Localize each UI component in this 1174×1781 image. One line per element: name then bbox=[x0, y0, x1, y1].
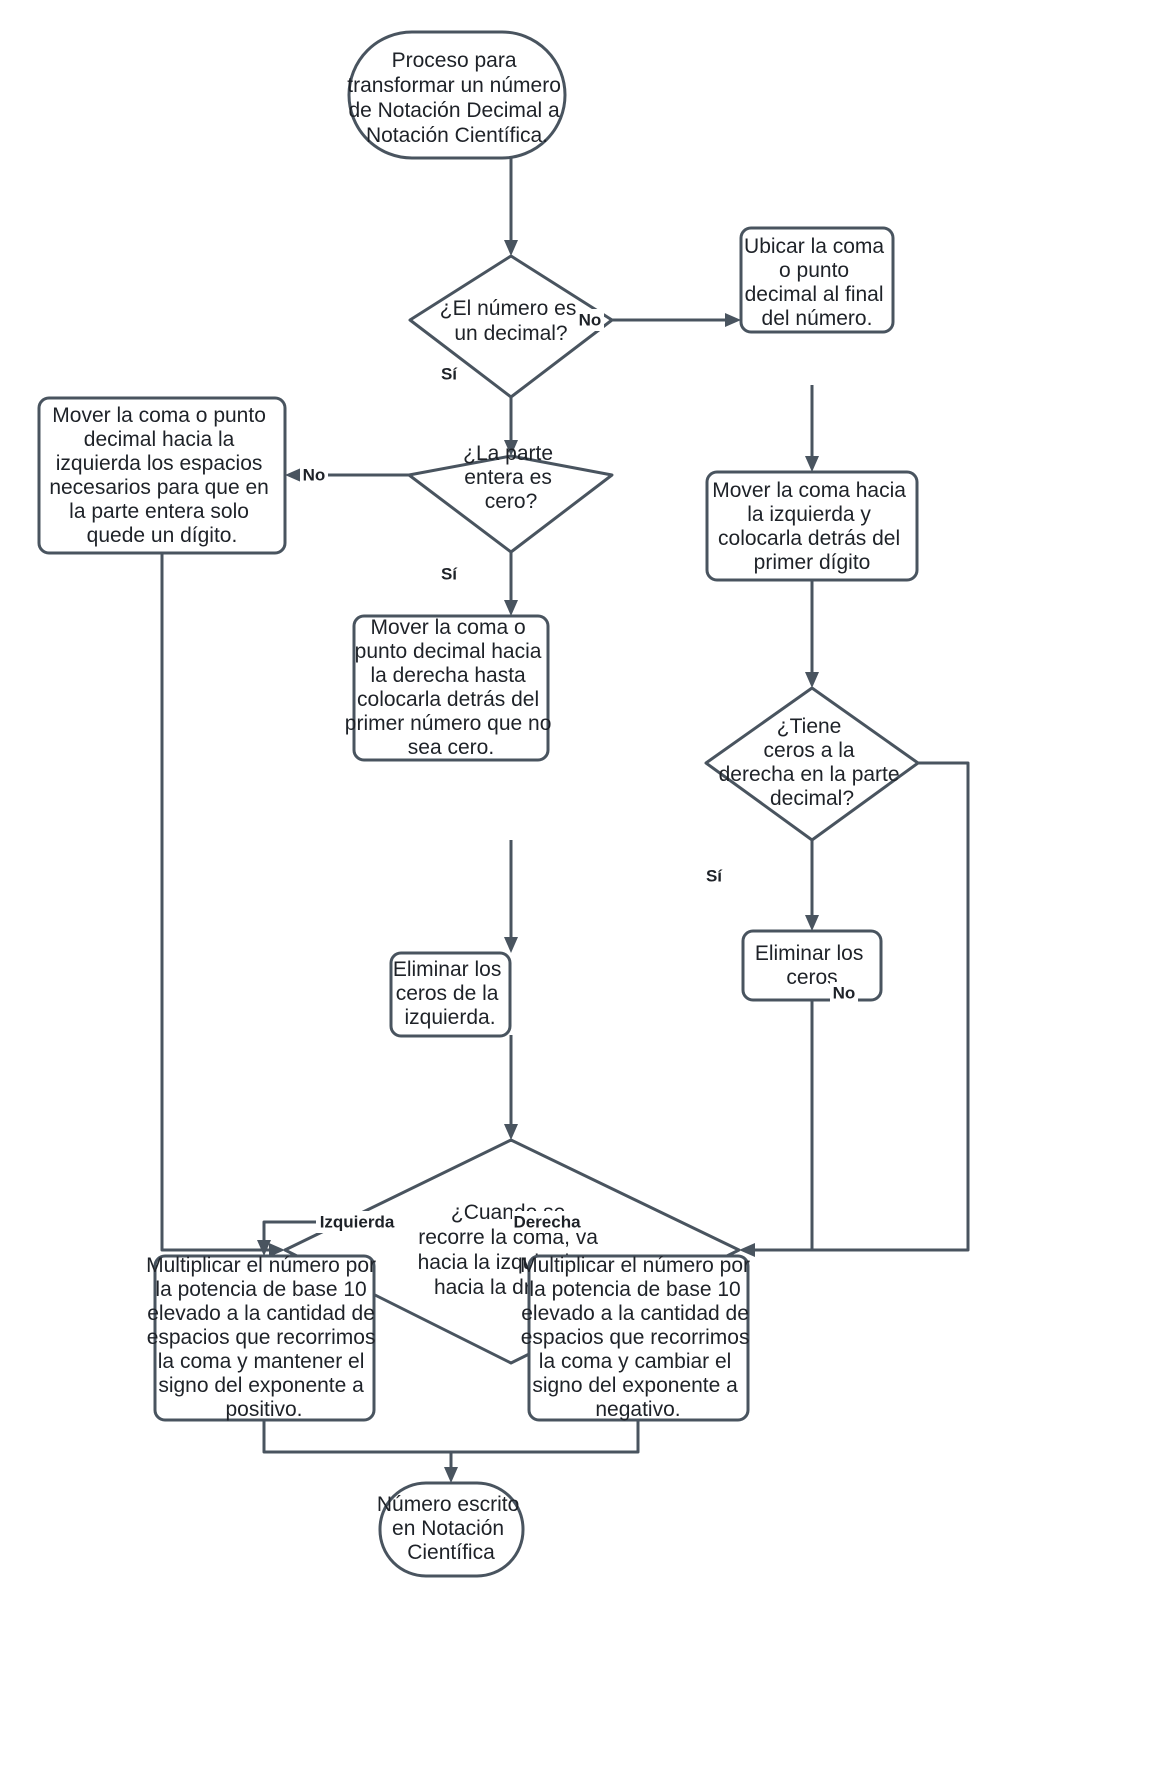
edge-label-no-integer-zero: No bbox=[303, 465, 326, 484]
node-decision-integer-zero[interactable]: ¿La parte entera es cero? bbox=[407, 442, 614, 554]
node-multiply-negative[interactable]: Multiplicar el número por la potencia de… bbox=[520, 1254, 756, 1422]
arrowhead-to-end bbox=[444, 1467, 458, 1483]
move-comma-left-spaces-shape bbox=[37, 396, 287, 555]
arrowhead-direction-izquierda bbox=[257, 1240, 271, 1256]
edge-removezeros-to-direction bbox=[752, 1000, 814, 1252]
node-decision-is-decimal[interactable]: ¿El número es un decimal? bbox=[408, 254, 614, 399]
start-shape bbox=[347, 30, 567, 160]
arrowhead-moveleft-to-trailingzeros bbox=[805, 672, 819, 688]
edge-label-bg-derecha bbox=[512, 1211, 582, 1233]
edge-label-bg-si-trailing-zeros bbox=[701, 865, 727, 887]
move-comma-left-spaces-label: Mover la coma o punto decimal hacia la i… bbox=[49, 404, 274, 547]
edge-label-si-decimal: Sí bbox=[441, 364, 458, 383]
arrowhead-start-to-isdecimal bbox=[504, 240, 518, 256]
node-place-comma-end[interactable]: Ubicar la coma o punto decimal al final … bbox=[739, 226, 895, 334]
start-label: Proceso para transformar un número de No… bbox=[347, 49, 566, 147]
place-comma-end-shape bbox=[739, 226, 895, 334]
node-move-comma-left-first-digit[interactable]: Mover la coma hacia la izquierda y coloc… bbox=[705, 470, 919, 582]
edge-label-bg-si-integer-zero bbox=[436, 563, 462, 585]
edge-label-no-trailing-zeros: No bbox=[833, 983, 856, 1002]
decision-is-decimal-shape bbox=[408, 254, 614, 399]
edge-trailingzeros-no bbox=[752, 761, 970, 1252]
remove-zeros-label: Eliminar los ceros bbox=[755, 942, 869, 989]
edge-labels: No Sí No Sí Sí No Izquierda Derecha bbox=[300, 309, 858, 1233]
arrowhead-integerzero-si bbox=[504, 600, 518, 616]
edge-label-derecha: Derecha bbox=[513, 1212, 581, 1231]
move-comma-left-first-digit-label: Mover la coma hacia la izquierda y coloc… bbox=[712, 479, 912, 574]
place-comma-end-label: Ubicar la coma o punto decimal al final … bbox=[744, 235, 890, 330]
edge-movecommaleftspaces-to-direction bbox=[160, 553, 272, 1252]
node-remove-zeros[interactable]: Eliminar los ceros bbox=[741, 929, 883, 1002]
decision-integer-zero-label: ¿La parte entera es cero? bbox=[463, 442, 559, 513]
edge-label-bg-si-decimal bbox=[436, 363, 462, 385]
remove-left-zeros-shape bbox=[389, 951, 512, 1038]
edge-multiplypositive-to-end bbox=[262, 1420, 453, 1470]
arrowhead-removezeros-to-direction bbox=[739, 1243, 755, 1257]
multiply-negative-shape bbox=[527, 1254, 750, 1422]
arrowhead-placecomma-to-moveleft bbox=[805, 456, 819, 472]
arrowhead-movecommaright-to-removeleftzeros bbox=[504, 937, 518, 953]
arrowhead-removeleftzeros-to-direction bbox=[504, 1124, 518, 1140]
edge-label-bg-no-decimal bbox=[576, 309, 604, 331]
remove-left-zeros-label: Eliminar los ceros de la izquierda. bbox=[393, 958, 507, 1029]
move-comma-right-shape bbox=[352, 614, 550, 762]
connectors bbox=[160, 158, 970, 1483]
move-comma-left-first-digit-shape bbox=[705, 470, 919, 582]
node-remove-left-zeros[interactable]: Eliminar los ceros de la izquierda. bbox=[389, 951, 512, 1038]
edge-label-bg-izquierda bbox=[316, 1211, 398, 1233]
multiply-positive-shape bbox=[153, 1254, 376, 1422]
decision-trailing-zeros-shape bbox=[704, 686, 920, 842]
edge-label-bg-no-trailing-zeros bbox=[830, 982, 858, 1004]
edge-label-izquierda: Izquierda bbox=[320, 1212, 395, 1231]
node-move-comma-right[interactable]: Mover la coma o punto decimal hacia la d… bbox=[345, 614, 557, 762]
node-move-comma-left-spaces[interactable]: Mover la coma o punto decimal hacia la i… bbox=[37, 396, 287, 555]
multiply-negative-label: Multiplicar el número por la potencia de… bbox=[520, 1254, 756, 1421]
end-label: Número escrito en Notación Científica bbox=[377, 1493, 525, 1564]
end-shape bbox=[378, 1481, 525, 1578]
arrowhead-isdecimal-si bbox=[504, 440, 518, 456]
move-comma-right-label: Mover la coma o punto decimal hacia la d… bbox=[345, 616, 557, 759]
node-decision-trailing-zeros[interactable]: ¿Tiene ceros a la derecha en la parte de… bbox=[704, 686, 920, 842]
node-end[interactable]: Número escrito en Notación Científica bbox=[377, 1481, 525, 1578]
edge-label-no-decimal: No bbox=[579, 310, 602, 329]
edge-label-si-integer-zero: Sí bbox=[441, 564, 458, 583]
multiply-positive-label: Multiplicar el número por la potencia de… bbox=[146, 1254, 382, 1421]
node-start[interactable]: Proceso para transformar un número de No… bbox=[347, 30, 567, 160]
decision-trailing-zeros-label: ¿Tiene ceros a la derecha en la parte de… bbox=[719, 715, 906, 810]
arrowhead-isdecimal-no bbox=[725, 313, 741, 327]
edge-multiplynegative-to-end bbox=[449, 1420, 640, 1470]
edge-label-bg-no-integer-zero bbox=[300, 464, 328, 486]
arrowhead-integerzero-no bbox=[285, 468, 301, 482]
arrowhead-movecommaleftspaces-to-direction bbox=[269, 1243, 285, 1257]
node-multiply-positive[interactable]: Multiplicar el número por la potencia de… bbox=[146, 1254, 382, 1422]
decision-integer-zero-shape bbox=[407, 454, 614, 554]
arrowhead-trailingzeros-si bbox=[805, 915, 819, 931]
decision-is-decimal-label: ¿El número es un decimal? bbox=[440, 297, 582, 345]
edge-label-si-trailing-zeros: Sí bbox=[706, 866, 723, 885]
